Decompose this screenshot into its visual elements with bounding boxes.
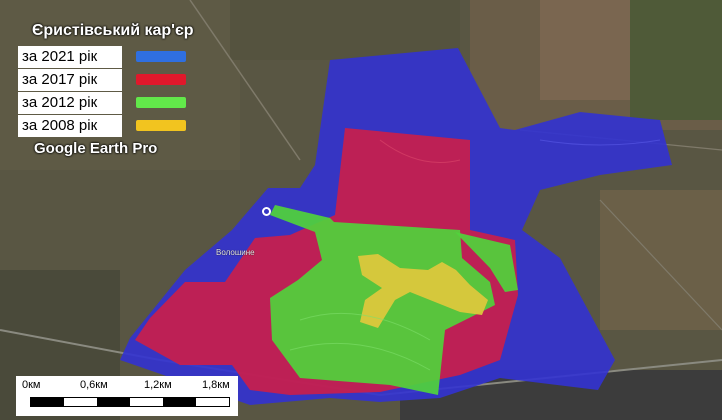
- location-pin-icon: [262, 207, 271, 216]
- place-label: Волошине: [216, 248, 255, 257]
- legend-item-2008: за 2008 рік: [18, 114, 186, 137]
- extent-2012-east: [455, 232, 518, 292]
- legend-swatch: [136, 97, 186, 108]
- scale-label: 0,6км: [80, 379, 108, 391]
- scale-segment: [31, 398, 64, 406]
- scale-label: 1,2км: [144, 379, 172, 391]
- scale-segment: [64, 398, 97, 406]
- legend-swatch: [136, 51, 186, 62]
- legend-item-2021: за 2021 рік: [18, 45, 186, 68]
- scale-segment: [163, 398, 196, 406]
- imagery-credit: Google Earth Pro: [34, 140, 158, 157]
- legend-label: за 2008 рік: [18, 114, 122, 137]
- scale-segment: [97, 398, 130, 406]
- legend-swatch: [136, 74, 186, 85]
- scale-bar: 0км 0,6км 1,2км 1,8км: [16, 376, 238, 416]
- map-title: Єристівський кар'єр: [32, 22, 194, 39]
- scale-segment: [196, 398, 229, 406]
- legend-item-2017: за 2017 рік: [18, 68, 186, 91]
- scale-label: 0км: [22, 379, 41, 391]
- scale-label: 1,8км: [202, 379, 230, 391]
- legend-label: за 2021 рік: [18, 45, 122, 68]
- legend: за 2021 рік за 2017 рік за 2012 рік за 2…: [18, 45, 186, 137]
- extent-2008: [358, 254, 488, 328]
- legend-label: за 2017 рік: [18, 68, 122, 91]
- scale-track: [30, 397, 230, 407]
- legend-swatch: [136, 120, 186, 131]
- legend-item-2012: за 2012 рік: [18, 91, 186, 114]
- scale-segment: [130, 398, 163, 406]
- legend-label: за 2012 рік: [18, 91, 122, 114]
